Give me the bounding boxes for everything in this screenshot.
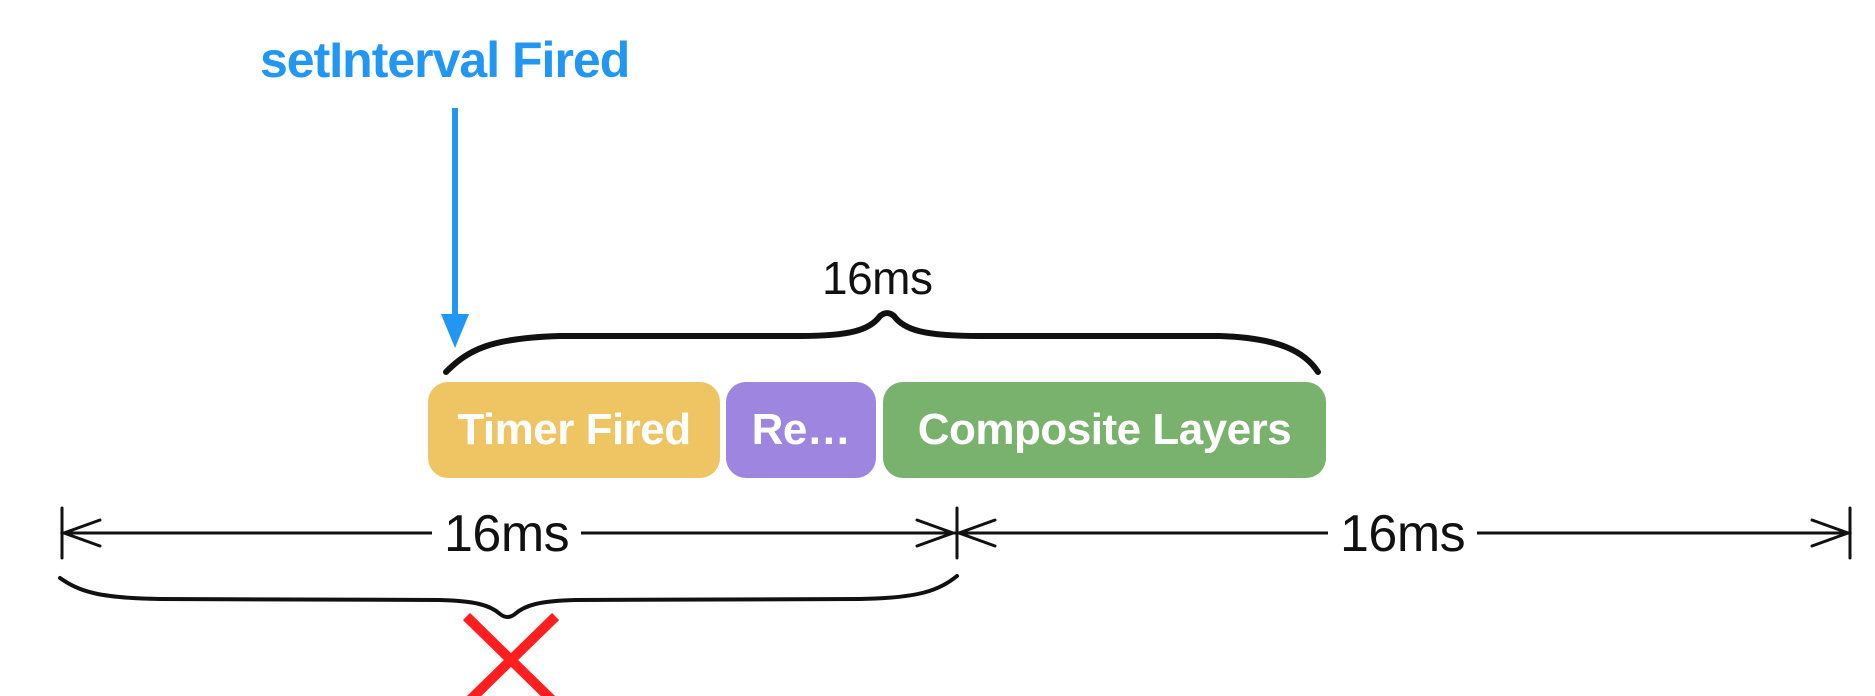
cross-mark-icon xyxy=(462,612,560,696)
frame-brace xyxy=(443,310,1321,375)
interval-2-label: 16ms xyxy=(1328,508,1478,560)
interval-1-brace xyxy=(58,574,959,619)
interval-1-label: 16ms xyxy=(432,508,582,560)
trigger-label: setInterval Fired xyxy=(260,32,630,88)
task-block-recalculate: Re… xyxy=(726,382,876,478)
trigger-arrow xyxy=(441,108,469,348)
frame-duration-label: 16ms xyxy=(822,252,933,304)
task-block-timer-fired: Timer Fired xyxy=(428,382,720,478)
task-block-composite-layers: Composite Layers xyxy=(883,382,1326,478)
